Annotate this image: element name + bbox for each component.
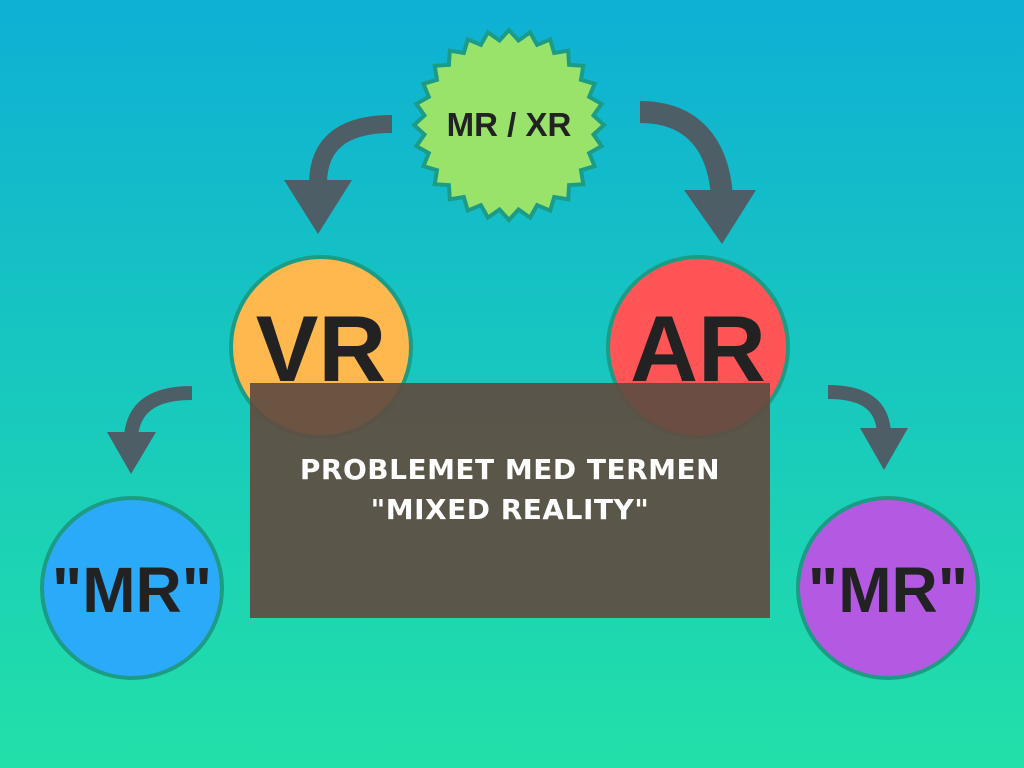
arrow-mrxr-to-vr — [284, 115, 393, 234]
arrow-vr-to-mr-left — [107, 386, 193, 474]
curved-arrow-icon — [124, 386, 193, 438]
starburst-badge-icon — [411, 27, 607, 223]
banner-title-line-1: PROBLEMET MED TERMEN — [299, 453, 721, 486]
node-mr-xr: MR / XR — [411, 27, 607, 223]
arrow-mrxr-to-ar — [639, 101, 756, 244]
arrow-head-icon — [860, 428, 908, 470]
mr-right-circle — [796, 496, 980, 680]
node-mr-left-label: "MR" — [52, 554, 212, 626]
title-banner: PROBLEMET MED TERMEN "MIXED REALITY" — [250, 383, 770, 618]
arrow-ar-to-mr-right — [827, 385, 908, 470]
node-mr-xr-label: MR / XR — [447, 106, 572, 143]
arrow-head-icon — [684, 190, 756, 244]
node-mr-right-label: "MR" — [808, 554, 968, 626]
arrow-head-icon — [284, 180, 352, 234]
arrow-head-icon — [107, 432, 156, 474]
mr-left-circle — [40, 496, 224, 680]
node-mr-right: "MR" — [796, 496, 980, 680]
curved-arrow-icon — [309, 115, 393, 185]
node-mr-left: "MR" — [40, 496, 224, 680]
curved-arrow-icon — [639, 101, 733, 198]
banner-title-line-2: "MIXED REALITY" — [370, 493, 650, 526]
curved-arrow-icon — [827, 385, 891, 433]
